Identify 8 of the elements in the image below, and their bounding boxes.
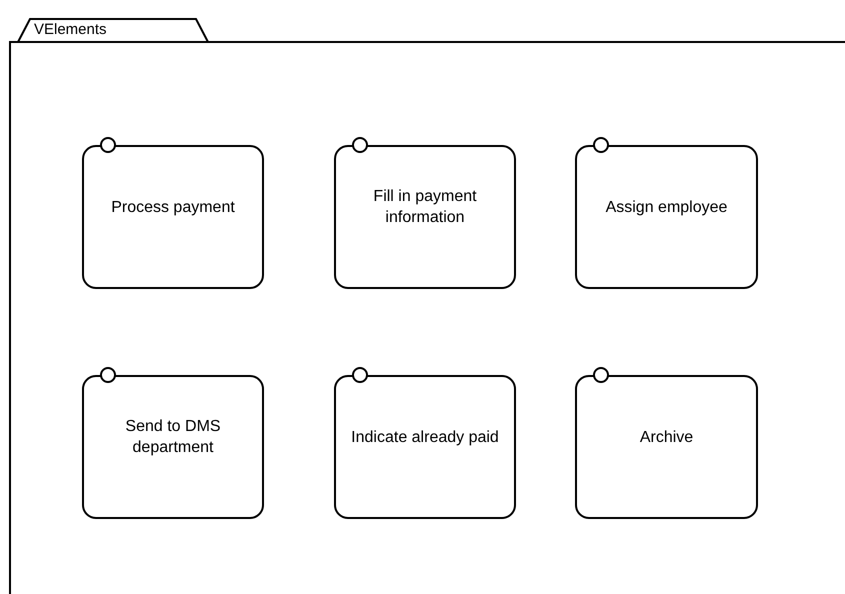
package-name: VElements bbox=[34, 21, 107, 39]
action-label: Archive bbox=[640, 428, 694, 448]
package-frame bbox=[10, 18, 845, 594]
action-label: Send to DMS department bbox=[124, 417, 222, 458]
action-label: Process payment bbox=[111, 198, 235, 218]
action-label: Assign employee bbox=[606, 198, 728, 218]
action-label: Fill in payment information bbox=[372, 187, 478, 228]
action-label: Indicate already paid bbox=[351, 428, 499, 448]
